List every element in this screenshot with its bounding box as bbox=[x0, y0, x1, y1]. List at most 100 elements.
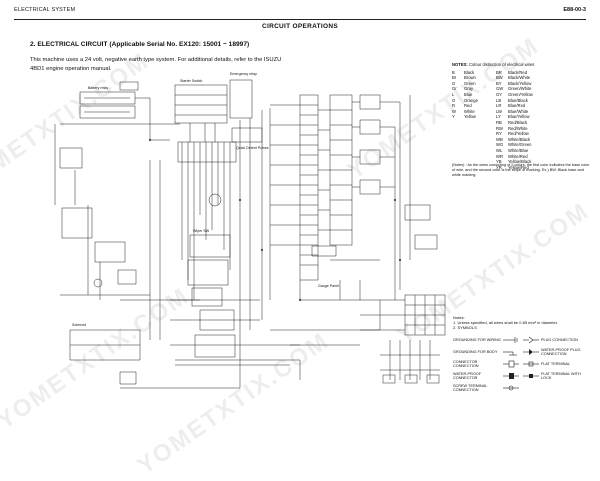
wire-color-name: White/Red bbox=[508, 153, 528, 159]
wire-color-name: Black/Yellow bbox=[508, 80, 532, 86]
legend-symbol-icon bbox=[521, 383, 541, 393]
wire-color-code: LW bbox=[496, 108, 502, 114]
general-note-1: 1. Unless specified, all wires shall be … bbox=[453, 320, 558, 326]
legend-label: SCREW TERMINAL CONNECTION bbox=[453, 384, 488, 392]
wire-color-code: Br bbox=[452, 75, 457, 81]
wire-color-code: WL bbox=[496, 147, 503, 153]
wire-color-code: RB bbox=[496, 119, 502, 125]
wire-color-name: Red bbox=[464, 103, 472, 109]
wire-color-code: B bbox=[452, 69, 455, 75]
legend-symbol-icon bbox=[503, 373, 519, 379]
legend-symbol-icon bbox=[523, 374, 539, 378]
header-section-label: ELECTRICAL SYSTEM bbox=[14, 7, 76, 13]
section-title: 2. ELECTRICAL CIRCUIT (Applicable Serial… bbox=[30, 41, 250, 48]
wire-color-name: Gray bbox=[464, 86, 474, 92]
wire-color-name: Black bbox=[464, 69, 475, 75]
wire-color-name: White/Green bbox=[508, 142, 532, 148]
wire-color-name: Yellow bbox=[464, 114, 476, 120]
wire-color-name: Brown bbox=[464, 75, 476, 81]
wire-color-name: Orange bbox=[464, 97, 478, 103]
label-battery-relay: Battery relay bbox=[88, 86, 109, 90]
wire-color-name: Black/White bbox=[508, 75, 531, 81]
notes-title: NOTES: bbox=[452, 62, 468, 67]
wire-color-name: Blue bbox=[464, 91, 473, 97]
wire-color-example: (Notes) : As the wires consisting of 2 c… bbox=[452, 163, 590, 177]
legend-row: WATER-PROOF CONNECTOR FLAT TERMINAL WITH … bbox=[453, 370, 593, 382]
wire-color-code: L bbox=[452, 91, 455, 97]
wire-color-code: LY bbox=[496, 114, 501, 120]
wire-color-code: BY bbox=[496, 80, 502, 86]
wire-color-name: Black/Red bbox=[508, 69, 528, 75]
wire-color-code: BR bbox=[496, 69, 502, 75]
wire-color-name: White/Blue bbox=[508, 147, 529, 153]
notes-subtitle: Colour distinction of electrical wires bbox=[469, 62, 535, 67]
legend-label: FLAT TERMINAL bbox=[541, 362, 571, 366]
wiring-diagram bbox=[54, 79, 446, 389]
wire-color-code: RW bbox=[496, 125, 503, 131]
wire-color-code: R bbox=[452, 103, 456, 109]
label-gauge-panel: Gauge Panel bbox=[318, 284, 339, 288]
legend-label: PLUG CONNECTION bbox=[541, 338, 578, 342]
header-title: CIRCUIT OPERATIONS bbox=[255, 23, 345, 30]
legend-row: GROUNDING FOR WIRING PLUG CONNECTION bbox=[453, 334, 593, 346]
wire-color-name: Red/White bbox=[508, 125, 528, 131]
legend-label: CONNECTOR CONNECTION bbox=[453, 360, 479, 368]
header-title-wrap: CIRCUIT OPERATIONS bbox=[0, 15, 600, 33]
legend-label: WATER-PROOF CONNECTOR bbox=[453, 372, 482, 380]
label-solenoid: Solenoid bbox=[72, 323, 86, 327]
general-notes-title: Notes: bbox=[453, 315, 465, 320]
wire-color-name: Green/White bbox=[508, 86, 532, 92]
legend-label: WATER-PROOF PLUG CONNECTION bbox=[541, 348, 581, 356]
wire-color-code: Gr bbox=[452, 86, 457, 92]
wire-color-name: Green bbox=[464, 80, 476, 86]
legend-row: GROUNDING FOR BODY WATER-PROOF PLUG CONNE… bbox=[453, 346, 593, 358]
general-notes: Notes: 1. Unless specified, all wires sh… bbox=[453, 315, 593, 331]
wire-color-name: Yellow/Red bbox=[508, 164, 529, 170]
wire-color-code: WG bbox=[496, 142, 504, 148]
wire-color-code: LR bbox=[496, 103, 502, 109]
page-number: E88-00-3 bbox=[563, 7, 586, 13]
legend-symbol-icon bbox=[503, 385, 519, 391]
wire-color-code: LB bbox=[496, 97, 502, 103]
wire-color-name: Blue/Black bbox=[508, 97, 528, 103]
legend-label: GROUNDING FOR WIRING bbox=[453, 338, 501, 342]
wire-color-name: Blue/Red bbox=[508, 103, 526, 109]
wire-color-code: BW bbox=[496, 75, 503, 81]
wire-color-name: Green/Yellow bbox=[508, 91, 533, 97]
label-starter-switch: Starter Switch bbox=[180, 79, 203, 83]
legend-symbol-icon bbox=[503, 351, 517, 356]
wire-color-name: White/Black bbox=[508, 136, 531, 142]
label-quick-detent: Quick Detent Pulses bbox=[236, 146, 269, 150]
wire-color-code: YB bbox=[496, 159, 502, 165]
wire-color-code: WB bbox=[496, 136, 503, 142]
legend-label: FLAT TERMINAL WITH LOCK bbox=[541, 372, 581, 380]
general-note-2: 2. SYMBOLS bbox=[453, 325, 477, 331]
wire-color-name: Blue/Yellow bbox=[508, 114, 530, 120]
wire-color-name: Yellow/Black bbox=[508, 159, 532, 165]
wire-color-code: Y bbox=[452, 114, 455, 120]
wire-color-code: G bbox=[452, 80, 456, 86]
intro-text: This machine uses a 24 volt, negative ea… bbox=[30, 57, 282, 72]
legend-label: GROUNDING FOR BODY bbox=[453, 350, 498, 354]
wire-color-notes: NOTES: Colour distinction of electrical … bbox=[452, 62, 592, 170]
wire-color-name: White bbox=[464, 108, 475, 114]
wire-color-code: RY bbox=[496, 131, 502, 137]
wire-color-code: GW bbox=[496, 86, 504, 92]
wire-color-name: Red/Black bbox=[508, 119, 528, 125]
legend-symbol-icon bbox=[503, 337, 518, 343]
wire-color-code: GY bbox=[496, 91, 503, 97]
legend-row: SCREW TERMINAL CONNECTION bbox=[453, 382, 593, 394]
legend-symbol-icon bbox=[523, 361, 539, 367]
wire-color-code: O bbox=[452, 97, 456, 103]
header-rule bbox=[14, 19, 586, 20]
wire-color-code: WR bbox=[496, 153, 503, 159]
legend-symbol-icon bbox=[523, 336, 539, 344]
label-wiper-sw: Wiper SW bbox=[193, 229, 210, 233]
wire-color-name: Blue/White bbox=[508, 108, 529, 114]
wire-color-code: YR bbox=[496, 164, 502, 170]
wire-color-code: W bbox=[452, 108, 456, 114]
legend-symbol-icon bbox=[523, 349, 539, 355]
legend-row: CONNECTOR CONNECTION FLAT TERMINAL bbox=[453, 358, 593, 370]
